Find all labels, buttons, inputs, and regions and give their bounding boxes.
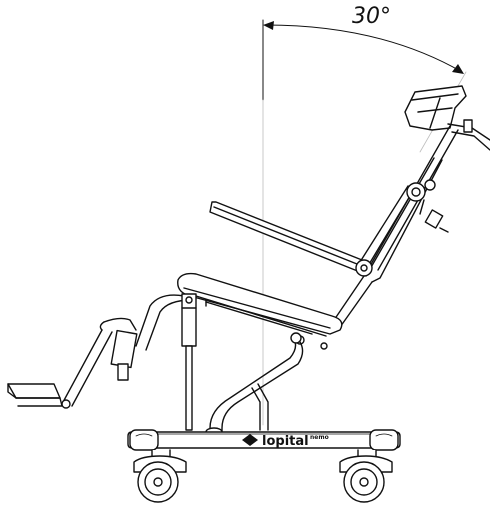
armrest	[209, 201, 373, 277]
brand-wordmark: lopital	[262, 434, 309, 449]
backrest-frame	[359, 125, 459, 283]
base-tube	[205, 332, 304, 437]
caster-right	[339, 449, 393, 503]
headrest	[404, 85, 490, 151]
caster-left	[133, 449, 187, 503]
leg-rest	[61, 294, 193, 407]
base-frame	[127, 429, 401, 451]
footrest	[7, 383, 71, 409]
model-wordmark: nemo	[310, 434, 329, 441]
angle-arc	[263, 21, 464, 74]
seat	[177, 272, 343, 350]
gas-spring	[181, 293, 197, 431]
recline-angle-label: 30°	[352, 4, 391, 29]
brand-logo	[242, 434, 258, 446]
